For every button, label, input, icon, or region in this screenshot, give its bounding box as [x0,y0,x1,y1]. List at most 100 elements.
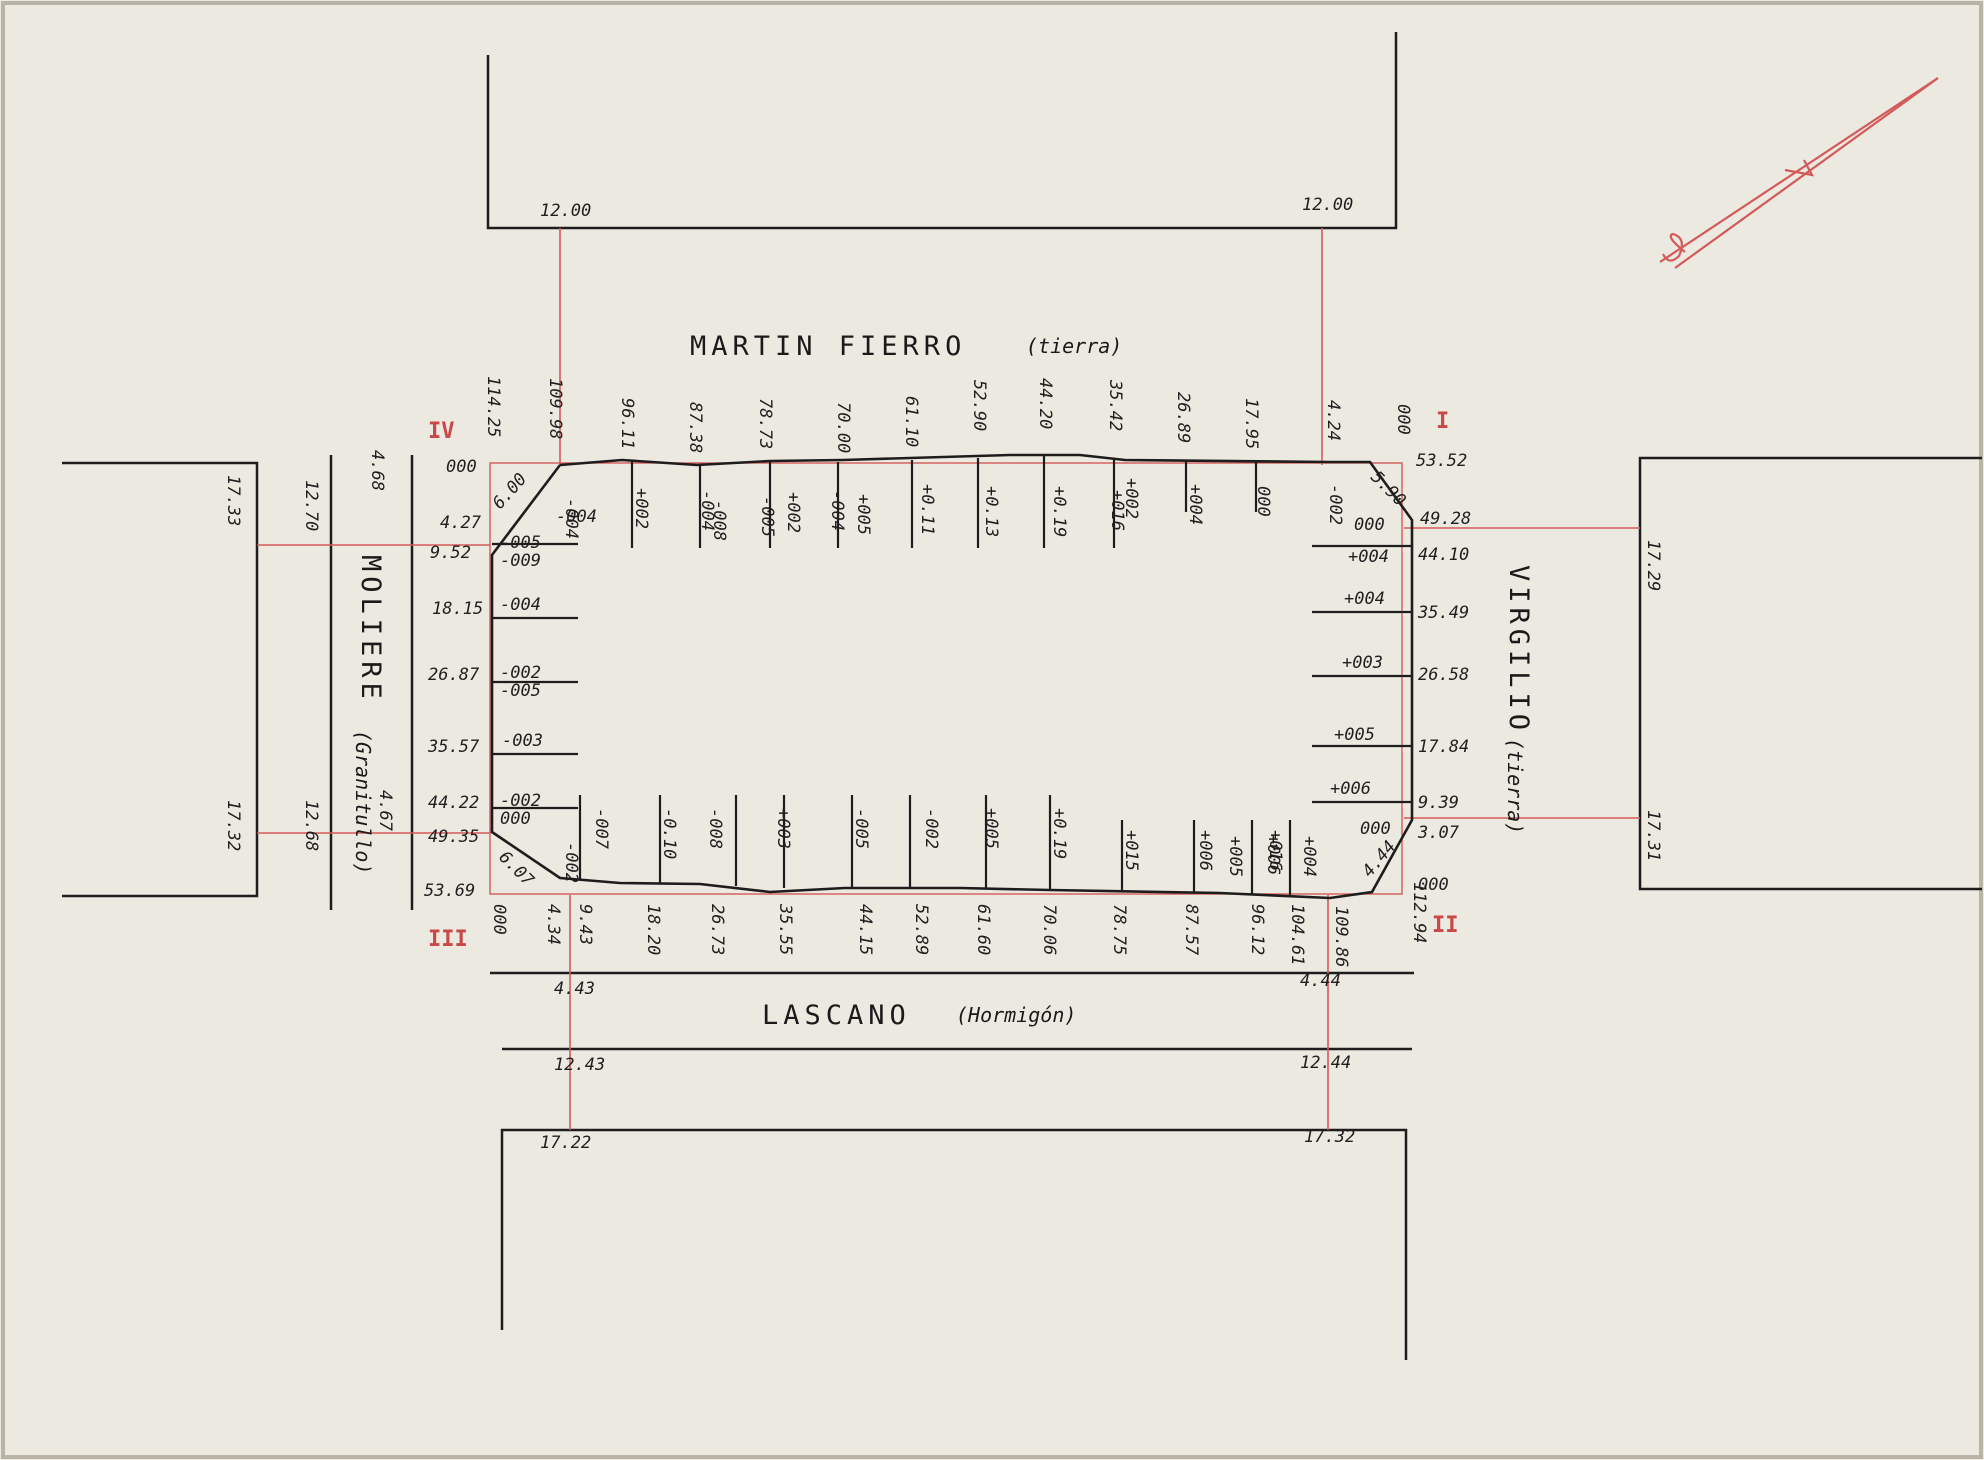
svg-text:12.43: 12.43 [554,1055,605,1075]
west-chainage: 4.27 [440,513,482,533]
south-chainage: 109.86 [1331,906,1351,967]
north-level: +002 [783,492,803,533]
west-level: -005 [500,681,541,701]
svg-text:4.68: 4.68 [367,450,387,491]
north-chainage: 96.11 [617,398,637,449]
north-chainage: 70.00 [833,402,853,453]
south-chainage: 104.61 [1287,904,1307,965]
south-chainage: 70.06 [1039,904,1059,955]
south-level: -005 [851,808,871,849]
block-reference-rectangle [489,462,1403,895]
south-chainage: 112.94 [1409,882,1429,943]
west-block-outline [62,461,259,898]
west-street-surface: (Granitullo) [351,730,375,875]
north-level: +016 [1107,490,1127,531]
north-level: +0.11 [917,484,937,535]
svg-text:17.31: 17.31 [1643,810,1663,861]
south-chainage: 18.20 [643,904,663,955]
west-chainage: 000 [446,457,477,477]
north-level: +002 [631,488,651,529]
south-level: -007 [591,808,611,850]
south-chainage: 61.60 [973,904,993,955]
north-level: -008 [709,500,729,541]
south-chainage: 26.73 [707,904,727,955]
south-street-name: LASCANO [762,1000,911,1031]
east-street-surface: (tierra) [1503,738,1527,834]
outer-offset-labels: 12.00 12.00 17.33 17.32 17.29 17.31 4.43… [223,195,1663,1153]
west-chainage: 26.87 [428,665,480,685]
north-level: -005 [757,496,777,537]
east-street-name: VIRGILIO [1503,565,1534,735]
north-chainage: 4.24 [1323,400,1343,441]
west-chainages: 0004.279.5218.1526.8735.5744.2249.3553.6… [424,457,483,901]
north-chainage: 114.25 [483,376,503,437]
north-level: -004 [697,490,717,531]
east-chainage: 26.58 [1418,665,1469,685]
south-level: +016 [1265,830,1285,871]
svg-text:12.00: 12.00 [540,201,591,221]
south-chainage: 52.89 [911,904,931,955]
south-level: +0.19 [1049,808,1069,859]
north-street-name: MARTIN FIERRO [690,331,966,362]
south-level: +006 [1195,830,1215,871]
north-levels: -004+002-004-008-005+002-004+005+0.11+0.… [561,478,1345,541]
north-chainage: 78.73 [755,398,775,449]
west-chainage: 44.22 [428,793,479,813]
west-chainage: 9.52 [430,543,471,563]
south-chainage: 4.34 [543,904,563,945]
north-chainage: 26.89 [1173,392,1193,443]
east-chainages: 53.5249.2844.1035.4926.5817.849.393.0700… [1416,451,1471,895]
north-chainage: 61.10 [901,396,921,447]
west-perpendiculars [492,542,578,810]
svg-text:4.67: 4.67 [375,790,395,832]
south-level: -002 [561,842,581,883]
west-level: 000 [500,809,531,829]
block-outline [490,453,1414,900]
north-level: +002 [1121,478,1141,519]
south-level: +003 [773,808,793,849]
west-level: -009 [500,551,541,571]
svg-text:17.29: 17.29 [1643,540,1663,591]
east-level: 000 [1354,515,1385,535]
north-block-outline [486,32,1398,230]
svg-text:4.44: 4.44 [1300,971,1341,991]
east-chainage: 49.28 [1420,509,1471,529]
north-level: +0.19 [1049,486,1069,537]
north-arrow-icon [1659,77,1939,269]
west-chainage: 18.15 [432,599,483,619]
east-level: +004 [1344,589,1385,609]
north-chainage: 109.98 [545,378,565,439]
south-level: +006 [1263,834,1283,875]
west-level: -002 [500,791,541,811]
south-level: -0.10 [659,808,679,859]
svg-text:17.32: 17.32 [223,800,243,851]
south-level: +005 [1225,836,1245,877]
west-level: -005 [500,533,541,553]
north-chainage: 87.38 [685,402,705,453]
east-chainage: 000 [1418,875,1449,895]
south-chainage: 87.57 [1181,904,1201,956]
south-chainage: 35.55 [775,903,795,955]
east-level: 000 [1360,819,1391,839]
east-level: +003 [1342,653,1383,673]
north-level: -002 [1325,484,1345,525]
south-block-outline [500,1128,1408,1360]
east-chainage: 17.84 [1418,737,1469,757]
corner-label-IV: IV [428,419,455,444]
west-chainage: 35.57 [427,737,480,757]
north-level: +004 [1185,484,1205,525]
svg-text:17.22: 17.22 [540,1133,591,1153]
north-level: -004 [561,498,581,539]
svg-text:12.70: 12.70 [301,480,321,531]
svg-text:12.00: 12.00 [1302,195,1353,215]
south-level: -008 [705,808,725,849]
east-chainage: 53.52 [1416,451,1467,471]
corner-label-I: I [1436,409,1449,434]
south-chainage: 000 [489,904,509,935]
south-chainage: 96.12 [1247,904,1267,955]
svg-text:4.43: 4.43 [554,979,595,999]
